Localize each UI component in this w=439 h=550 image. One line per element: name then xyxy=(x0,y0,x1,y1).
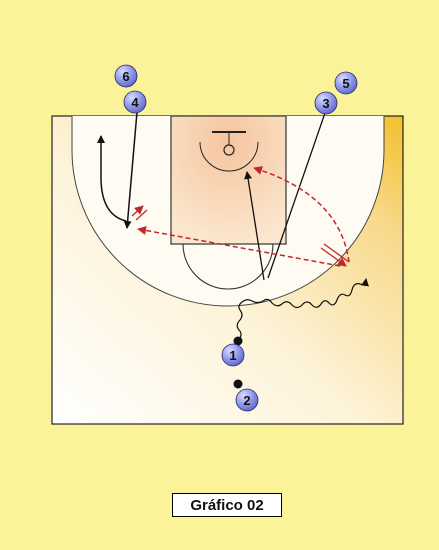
screen-line xyxy=(244,171,265,281)
player-3-cut-line xyxy=(267,112,326,279)
restricted-area xyxy=(199,141,259,172)
player-6-label: 6 xyxy=(122,69,129,84)
free-throw-circle xyxy=(182,243,274,290)
player-5-label: 5 xyxy=(342,76,349,91)
pass-to-wing xyxy=(137,226,341,267)
handoff-arrow-left-2 xyxy=(135,209,148,221)
player-4-return-line xyxy=(97,135,127,222)
player-2-label: 2 xyxy=(243,393,250,408)
player-1-dribble-path xyxy=(236,278,369,341)
hoop xyxy=(223,144,235,156)
player-2: 2 xyxy=(235,388,259,412)
handoff-arrow-left xyxy=(131,205,144,217)
ball-marker-1 xyxy=(233,336,243,346)
pass-to-post xyxy=(253,166,350,263)
player-1: 1 xyxy=(221,343,245,367)
player-4-cut-line xyxy=(123,111,138,229)
player-3-label: 3 xyxy=(322,96,329,111)
player-3: 3 xyxy=(314,91,338,115)
player-6: 6 xyxy=(114,64,138,88)
ball-marker-2 xyxy=(233,379,243,389)
player-5: 5 xyxy=(334,71,358,95)
player-4: 4 xyxy=(123,90,147,114)
player-1-label: 1 xyxy=(229,348,236,363)
player-4-label: 4 xyxy=(131,95,139,110)
handoff-arrow-right-2 xyxy=(323,243,350,263)
handoff-arrow-right xyxy=(320,247,347,267)
figure-caption: Gráfico 02 xyxy=(172,493,282,517)
